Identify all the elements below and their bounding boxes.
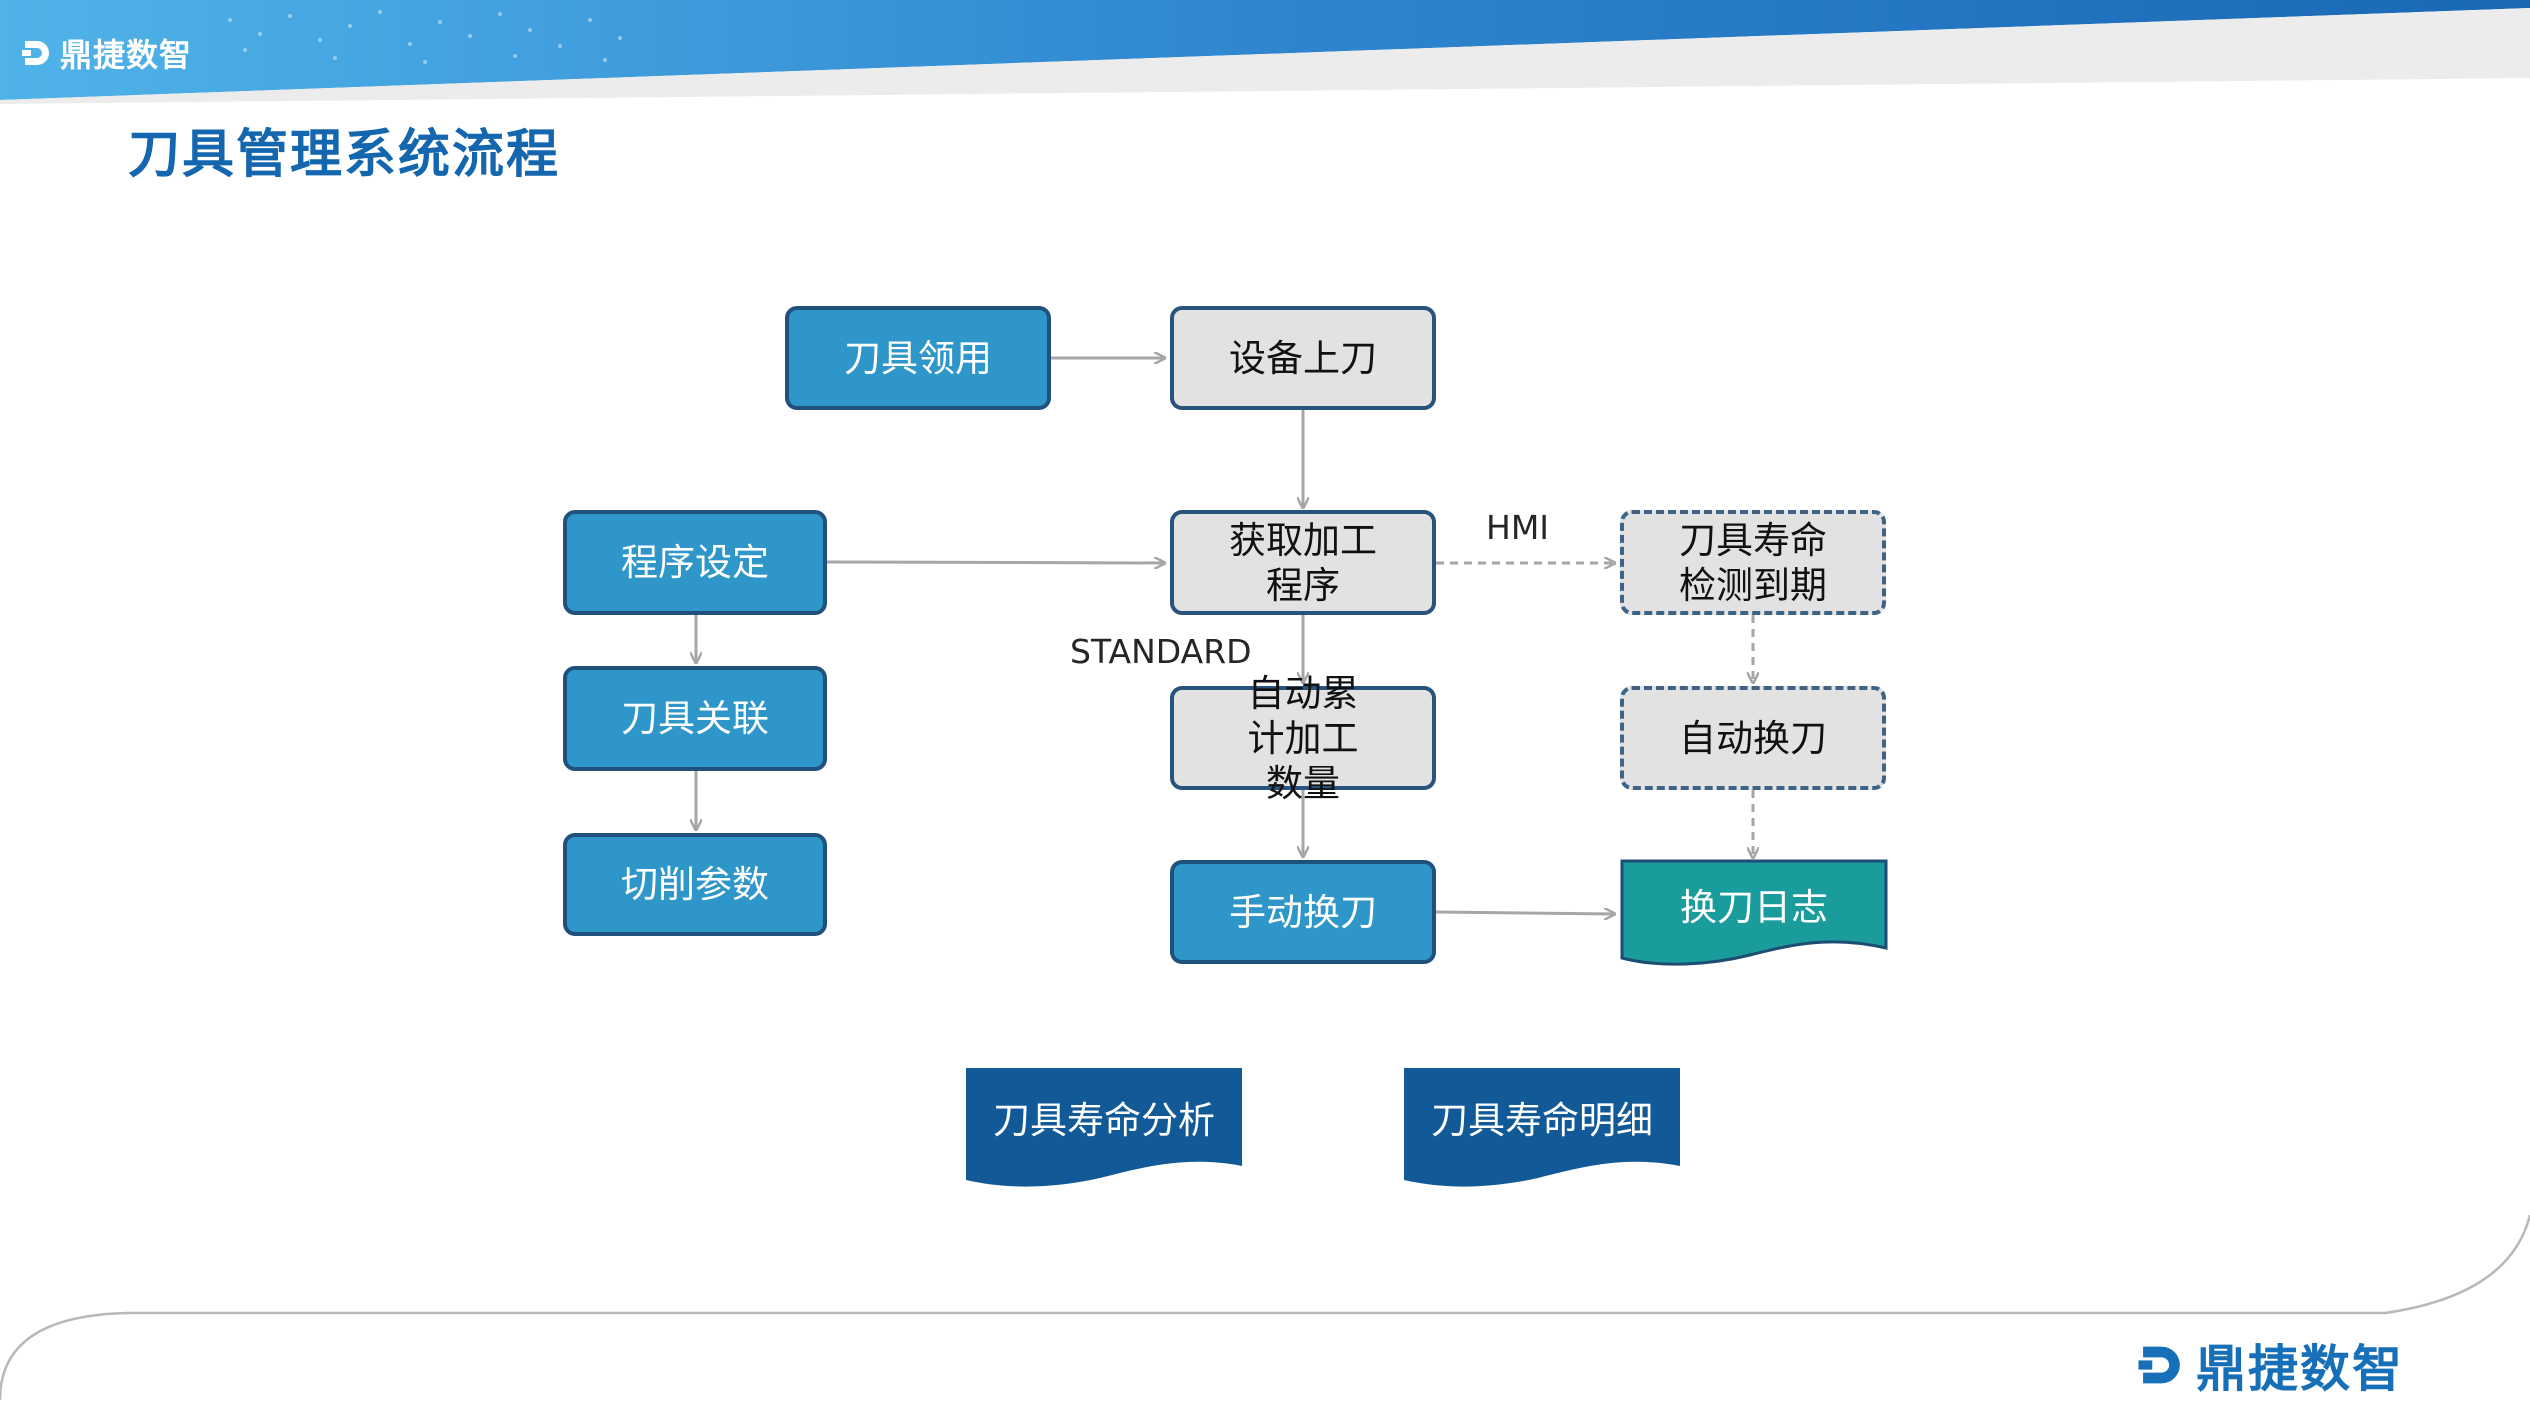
node-cutting-parameters[interactable]: 切削参数 bbox=[563, 833, 827, 936]
node-auto-count-quantity-label: 自动累计加工数量 bbox=[1247, 671, 1359, 805]
node-program-setting-label: 程序设定 bbox=[621, 541, 769, 584]
arrow-setting-to-program bbox=[826, 562, 1165, 563]
page-title: 刀具管理系统流程 bbox=[128, 125, 561, 185]
node-manual-tool-change-label: 手动换刀 bbox=[1229, 890, 1377, 934]
node-manual-tool-change[interactable]: 手动换刀 bbox=[1170, 860, 1436, 964]
edge-label-hmi: HMI bbox=[1486, 508, 1550, 547]
doc-tool-life-detail[interactable]: 刀具寿命明细 bbox=[1404, 1068, 1680, 1166]
node-tool-requisition-label: 刀具领用 bbox=[844, 336, 992, 380]
node-machine-load-tool[interactable]: 设备上刀 bbox=[1170, 306, 1436, 410]
doc-shape-tool-life-analysis bbox=[966, 1068, 1242, 1187]
doc-tool-life-analysis-label: 刀具寿命分析 bbox=[993, 1099, 1215, 1142]
node-get-machining-program[interactable]: 获取加工程序 bbox=[1170, 510, 1436, 615]
doc-shape-tool-life-detail bbox=[1404, 1068, 1680, 1187]
edge-label-standard: STANDARD bbox=[1070, 632, 1252, 671]
footer-brand-name: 鼎捷数智 bbox=[2196, 1340, 2404, 1398]
node-tool-association[interactable]: 刀具关联 bbox=[563, 666, 827, 771]
doc-tool-change-log-label: 换刀日志 bbox=[1680, 886, 1828, 929]
brand-logo-top: 鼎捷数智 bbox=[22, 28, 192, 78]
node-auto-tool-change[interactable]: 自动换刀 bbox=[1620, 686, 1886, 790]
node-tool-life-expired-label: 刀具寿命检测到期 bbox=[1679, 518, 1827, 607]
node-auto-count-quantity[interactable]: 自动累计加工数量 bbox=[1170, 672, 1436, 805]
doc-shape-tool-change-log bbox=[1620, 859, 1888, 966]
node-tool-requisition[interactable]: 刀具领用 bbox=[785, 306, 1051, 410]
doc-tool-life-detail-label: 刀具寿命明细 bbox=[1431, 1099, 1653, 1142]
node-program-setting[interactable]: 程序设定 bbox=[563, 510, 827, 615]
doc-tool-life-analysis[interactable]: 刀具寿命分析 bbox=[966, 1068, 1242, 1166]
arrow-manual-to-log bbox=[1435, 912, 1615, 914]
brand-name: 鼎捷数智 bbox=[60, 36, 193, 74]
header-banner bbox=[0, 0, 2530, 104]
brand-logo-icon bbox=[2138, 1346, 2180, 1384]
node-tool-life-expired[interactable]: 刀具寿命检测到期 bbox=[1620, 510, 1886, 615]
node-cutting-parameters-label: 切削参数 bbox=[621, 863, 769, 906]
node-get-machining-program-label: 获取加工程序 bbox=[1229, 518, 1377, 607]
background-curve bbox=[0, 1214, 2530, 1401]
brand-logo-icon bbox=[22, 41, 49, 65]
node-tool-association-label: 刀具关联 bbox=[621, 697, 769, 740]
doc-tool-change-log[interactable]: 换刀日志 bbox=[1622, 861, 1886, 947]
node-machine-load-tool-label: 设备上刀 bbox=[1229, 336, 1377, 380]
node-auto-tool-change-label: 自动换刀 bbox=[1679, 716, 1827, 760]
brand-logo-bottom: 鼎捷数智 bbox=[2138, 1335, 2404, 1398]
